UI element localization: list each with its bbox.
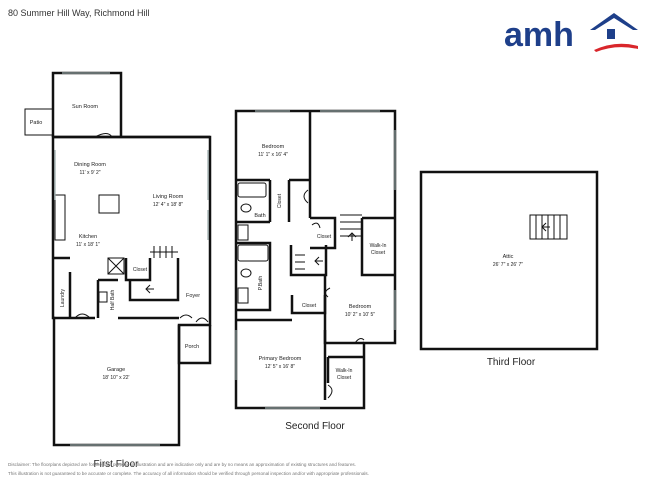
primary-label: Primary Bedroom xyxy=(259,356,302,362)
fridge-cross xyxy=(107,257,125,275)
kitchen-dims: 11' x 18' 1" xyxy=(76,242,100,248)
bedroom1-wall xyxy=(236,111,312,218)
kitchen-counter-left xyxy=(54,194,66,241)
halfbath-label: Half Bath xyxy=(110,290,116,311)
fridge-box xyxy=(107,257,125,275)
closet2-label: Closet xyxy=(317,234,332,240)
stair2-treads xyxy=(295,214,362,270)
sunroom-label: Sun Room xyxy=(72,104,98,110)
halfbath-wall xyxy=(96,278,118,318)
bedroom2-dims: 10' 2" x 10' 5" xyxy=(345,312,375,318)
laundry-label: Laundry xyxy=(60,288,66,307)
attic-outline xyxy=(419,170,599,351)
disclaimer: Disclaimer: The floorplans depicted are … xyxy=(8,460,438,478)
windows-1f xyxy=(54,72,209,446)
pbath-tub xyxy=(237,244,269,262)
patio-label: Patio xyxy=(30,120,43,126)
closet1-walls xyxy=(124,258,152,282)
attic-label: Attic xyxy=(503,254,514,260)
windows-2f xyxy=(235,110,396,409)
third-floor-label: Third Floor xyxy=(486,357,536,368)
second-floor-label: Second Floor xyxy=(285,421,345,432)
bath-walls xyxy=(236,180,291,224)
pbath-vanity xyxy=(237,287,249,304)
stair2-walls xyxy=(289,245,328,277)
kitchen-island xyxy=(98,194,120,214)
stair2-arrow-icon xyxy=(314,256,323,266)
logo-swoosh-icon xyxy=(594,43,638,52)
stair1-treads xyxy=(150,246,178,258)
halfbath-vanity xyxy=(98,291,108,303)
closet3-label: Closet xyxy=(302,303,317,309)
garage-label: Garage xyxy=(107,367,125,373)
bedroom1-dims: 11' 1" x 16' 4" xyxy=(258,152,288,158)
bedroom1-label: Bedroom xyxy=(262,144,285,150)
kitchen-label: Kitchen xyxy=(79,234,97,240)
disclaimer-line-1: Disclaimer: The floorplans depicted are … xyxy=(8,462,356,467)
living-label: Living Room xyxy=(153,194,184,200)
attic-arrow-icon xyxy=(541,222,550,232)
closet1-label: Closet xyxy=(133,267,148,273)
pbath-walls xyxy=(236,241,272,312)
bath-vanity xyxy=(237,224,249,241)
property-address: 80 Summer Hill Way, Richmond Hill xyxy=(8,8,150,18)
toilet-2 xyxy=(240,268,252,278)
porch-walls xyxy=(177,325,212,365)
attic-dims: 26' 7" x 26' 7" xyxy=(493,262,523,268)
patio-outline xyxy=(24,108,54,136)
closet2-walls xyxy=(310,216,337,250)
primary-dims: 12' 5" x 16' 8" xyxy=(265,364,295,370)
door-swing-arcs-1f xyxy=(74,133,209,323)
first-floor-outer-wall xyxy=(51,135,212,447)
logo-wordmark: amh xyxy=(504,16,574,54)
living-dims: 12' 4" x 18' 8" xyxy=(153,202,183,208)
amh-logo: amh xyxy=(504,13,638,54)
stair1-arrow-icon xyxy=(145,284,154,294)
pbath-label: P.Bath xyxy=(258,276,264,291)
door-swing-arcs-2f xyxy=(303,189,365,399)
walkin2-walls xyxy=(326,355,364,383)
garage-dims: 18' 10" x 22' xyxy=(102,375,129,381)
toilet-1 xyxy=(240,203,252,213)
stair3-arrow-icon xyxy=(347,232,357,241)
disclaimer-line-2: This illustration is not guaranteed to b… xyxy=(8,471,369,476)
walkin1-walls xyxy=(360,216,395,277)
bath-tub xyxy=(237,182,267,198)
stair1-walls xyxy=(128,258,180,302)
dining-dims: 11' x 9' 2" xyxy=(79,170,100,176)
bedroom2-label: Bedroom xyxy=(349,304,372,310)
closet-vertical-label: Closet xyxy=(277,193,283,208)
porch-label: Porch xyxy=(185,344,199,350)
house-door-icon xyxy=(607,29,615,39)
primary-top-wall xyxy=(236,318,327,400)
foyer-label: Foyer xyxy=(186,293,200,299)
first-floor-label: First Floor xyxy=(93,459,139,470)
bath-label: Bath xyxy=(254,213,265,219)
house-roof-icon xyxy=(590,13,638,30)
dining-label: Dining Room xyxy=(74,162,106,168)
